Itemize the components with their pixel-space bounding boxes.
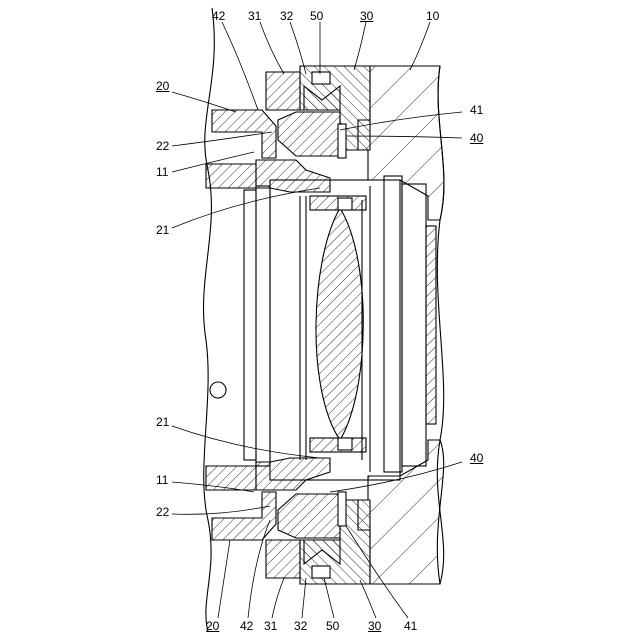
adapter-22-top [206, 164, 256, 188]
label-21-top: 21 [156, 224, 169, 236]
inner-tube-left [256, 186, 270, 466]
housing-10 [358, 66, 444, 220]
label-31-top: 31 [248, 10, 261, 22]
barrel-right-insert [426, 226, 436, 424]
key-50-top [312, 72, 330, 84]
label-41-top: 41 [470, 104, 483, 116]
label-20-bottom: 20 [206, 620, 219, 632]
clamp-ring-31-bottom [266, 540, 300, 578]
label-32-bottom: 32 [294, 620, 307, 632]
barrel-right-ring [402, 184, 426, 466]
pin-hole [210, 382, 226, 398]
key-50-bottom [312, 566, 330, 578]
label-32-top: 32 [280, 10, 293, 22]
label-50-bottom: 50 [326, 620, 339, 632]
label-11-top: 11 [156, 166, 168, 178]
label-40-top: 40 [470, 132, 483, 144]
wedge-40-bottom [278, 494, 340, 538]
label-30-top: 30 [360, 10, 373, 22]
label-20-top: 20 [156, 80, 169, 92]
adapter-20-top [212, 110, 276, 158]
wedge-40-top [278, 112, 340, 156]
adapter-20-bottom [212, 492, 276, 540]
label-40-bottom: 40 [470, 452, 483, 464]
spring-41-bottom [338, 492, 346, 526]
label-41-bottom: 41 [404, 620, 417, 632]
label-10-top: 10 [426, 10, 439, 22]
lens-element [316, 208, 363, 440]
inner-tube-inner [244, 190, 256, 460]
label-31-bottom: 31 [264, 620, 277, 632]
label-50-top: 50 [310, 10, 323, 22]
label-22-top: 22 [156, 140, 169, 152]
label-42-top: 42 [212, 10, 225, 22]
flange-11-top [256, 160, 330, 192]
barrel-outer-band [384, 176, 402, 472]
flange-11-bottom [256, 458, 330, 490]
housing-10-lower [358, 440, 444, 584]
label-22-bottom: 22 [156, 506, 169, 518]
clamp-ring-31-top [266, 72, 300, 110]
label-30-bottom: 30 [368, 620, 381, 632]
label-11-bottom: 11 [156, 474, 168, 486]
label-42-bottom: 42 [240, 620, 253, 632]
label-21-bottom: 21 [156, 416, 169, 428]
